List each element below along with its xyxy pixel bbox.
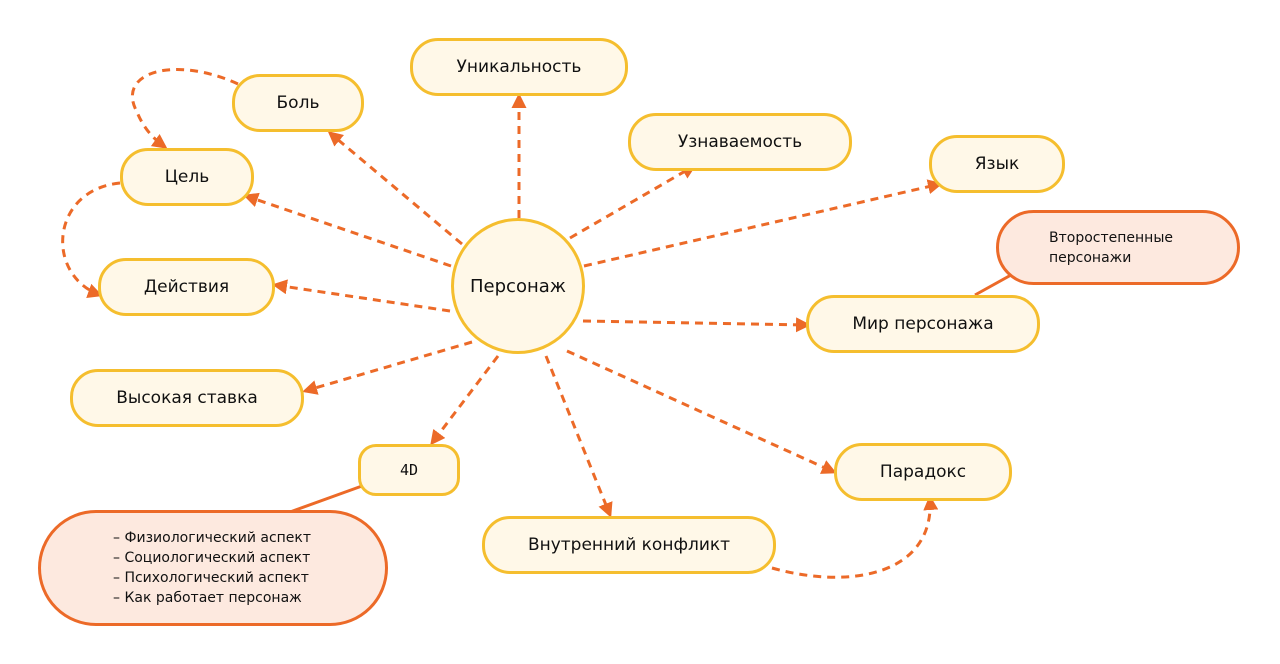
arrow-to-mir xyxy=(582,317,811,333)
arrow-to-bol xyxy=(327,131,463,246)
node-label: Боль xyxy=(276,93,320,113)
node-vysokaya-stavka[interactable]: Высокая ставка xyxy=(70,369,304,427)
node-vnutrenniy-konflikt[interactable]: Внутренний конфликт xyxy=(482,516,776,574)
arrow-to-yazyk xyxy=(583,179,943,268)
node-tsel[interactable]: Цель xyxy=(120,148,254,206)
node-yazyk[interactable]: Язык xyxy=(929,135,1065,193)
node-paradoks[interactable]: Парадокс xyxy=(834,443,1012,501)
node-mir-personazha[interactable]: Мир персонажа xyxy=(806,295,1040,353)
curve-konflikt-to-paradoks xyxy=(771,495,939,579)
list-item: Психологический аспект xyxy=(113,568,311,588)
node-bol[interactable]: Боль xyxy=(232,74,364,132)
center-node-label: Персонаж xyxy=(470,275,566,297)
note-4d-aspects: Физиологический аспект Социологический а… xyxy=(38,510,388,626)
arrow-to-deystviya xyxy=(272,279,451,313)
node-label: Цель xyxy=(164,167,210,187)
list-item: Физиологический аспект xyxy=(113,528,311,548)
node-label: Уникальность xyxy=(456,57,582,77)
node-label: Парадокс xyxy=(879,462,967,482)
node-label: Мир персонажа xyxy=(852,314,994,334)
node-label: Действия xyxy=(143,277,230,297)
node-label: Язык xyxy=(974,154,1020,174)
node-label: Узнаваемость xyxy=(677,132,803,152)
node-deystviya[interactable]: Действия xyxy=(98,258,275,316)
node-unikalnost[interactable]: Уникальность xyxy=(410,38,628,96)
node-label: Внутренний конфликт xyxy=(527,535,731,555)
note-text: Второстепенные персонажи xyxy=(1049,229,1173,266)
arrow-to-paradoks xyxy=(566,349,837,474)
list-item: Социологический аспект xyxy=(113,548,311,568)
note-vtorostepennye: Второстепенные персонажи xyxy=(996,210,1240,285)
center-node-personazh[interactable]: Персонаж xyxy=(451,218,585,354)
list-item: Как работает персонаж xyxy=(113,588,311,608)
arrow-to-vysokaya-stavka xyxy=(302,340,473,395)
node-label: 4D xyxy=(399,461,419,479)
aspects-list: Физиологический аспект Социологический а… xyxy=(113,528,311,608)
connector-4d-to-note xyxy=(289,484,363,514)
arrow-to-vnutr-konflikt xyxy=(544,355,613,518)
arrow-to-4d xyxy=(430,355,500,446)
arrow-to-uznavaemost xyxy=(569,164,697,240)
node-label: Высокая ставка xyxy=(116,388,258,408)
node-4d[interactable]: 4D xyxy=(358,444,460,496)
arrow-to-tsel xyxy=(243,192,452,268)
curve-bol-to-tsel xyxy=(130,67,239,149)
node-uznavaemost[interactable]: Узнаваемость xyxy=(628,113,852,171)
